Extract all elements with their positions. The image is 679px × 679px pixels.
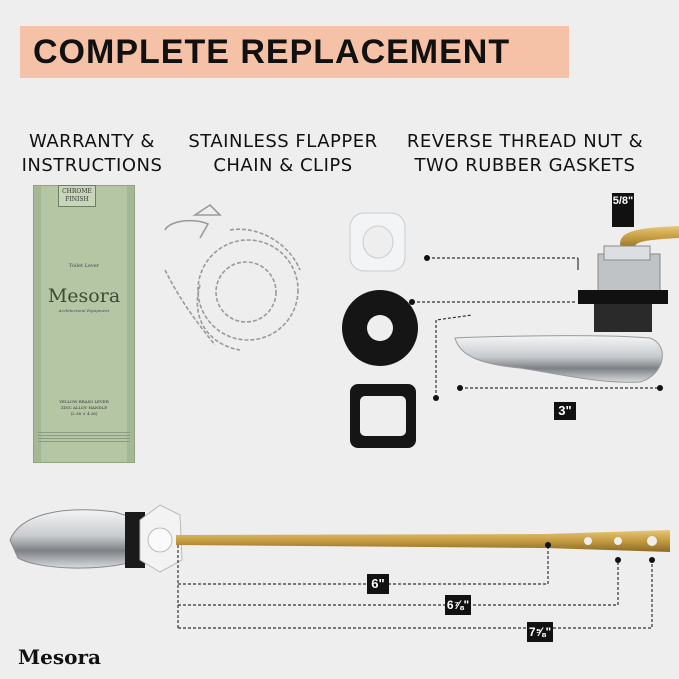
section-heading-line: STAINLESS FLAPPER: [188, 131, 378, 152]
finish-label: CHROME FINISH: [58, 185, 96, 207]
nut-size-label: 5/8": [612, 193, 634, 227]
box-spec-line: YELLOW BRASS LEVER: [59, 399, 109, 404]
black-washer: [342, 290, 418, 366]
product-box-panel: [41, 186, 127, 462]
section-heading-chain: STAINLESS FLAPPER CHAIN & CLIPS: [183, 130, 383, 178]
section-heading-line: TWO RUBBER GASKETS: [414, 155, 636, 176]
box-fine-print: [38, 432, 130, 444]
flapper-chain: [164, 203, 301, 351]
handle-length-label: 3": [554, 402, 576, 420]
box-brand: Mesora: [47, 285, 121, 307]
white-gasket: [349, 212, 406, 272]
title-banner: [20, 26, 569, 78]
section-heading-line: CHAIN & CLIPS: [213, 155, 353, 176]
section-heading-line: REVERSE THREAD NUT &: [406, 131, 644, 152]
box-spec-line: (2.36 × 4.26): [70, 411, 98, 416]
section-heading-line: INSTRUCTIONS: [21, 155, 163, 176]
arm-hole-1-label: 6": [367, 574, 389, 594]
dimension-dots-top: [409, 255, 663, 401]
box-tagline: Architectural Equipment: [58, 308, 110, 313]
dimension-dots-bottom: [545, 542, 655, 563]
section-heading-nut: REVERSE THREAD NUT & TWO RUBBER GASKETS: [405, 130, 645, 178]
section-heading-warranty: WARRANTY & INSTRUCTIONS: [12, 130, 172, 178]
product-box: CHROME FINISH Toilet Lever Mesora Archit…: [33, 185, 135, 463]
section-heading-line: WARRANTY &: [29, 131, 155, 152]
handle-assembly: [454, 226, 679, 383]
box-specs: YELLOW BRASS LEVER ZINC ALLOY HANDLE (2.…: [34, 399, 134, 417]
arm-hole-3-label: 7⅝": [527, 622, 553, 642]
dimension-lines-bottom: [177, 545, 653, 629]
trip-lever: [9, 504, 670, 573]
box-subtitle: Toilet Lever: [68, 263, 100, 269]
square-nut: [350, 384, 416, 448]
brand-logo: Mesora: [18, 645, 101, 669]
arm-hole-2-label: 6⅞": [445, 595, 471, 615]
page-title: COMPLETE REPLACEMENT: [33, 33, 511, 71]
box-spec-line: ZINC ALLOY HANDLE: [60, 405, 108, 410]
dimension-lines-top: [412, 257, 660, 398]
